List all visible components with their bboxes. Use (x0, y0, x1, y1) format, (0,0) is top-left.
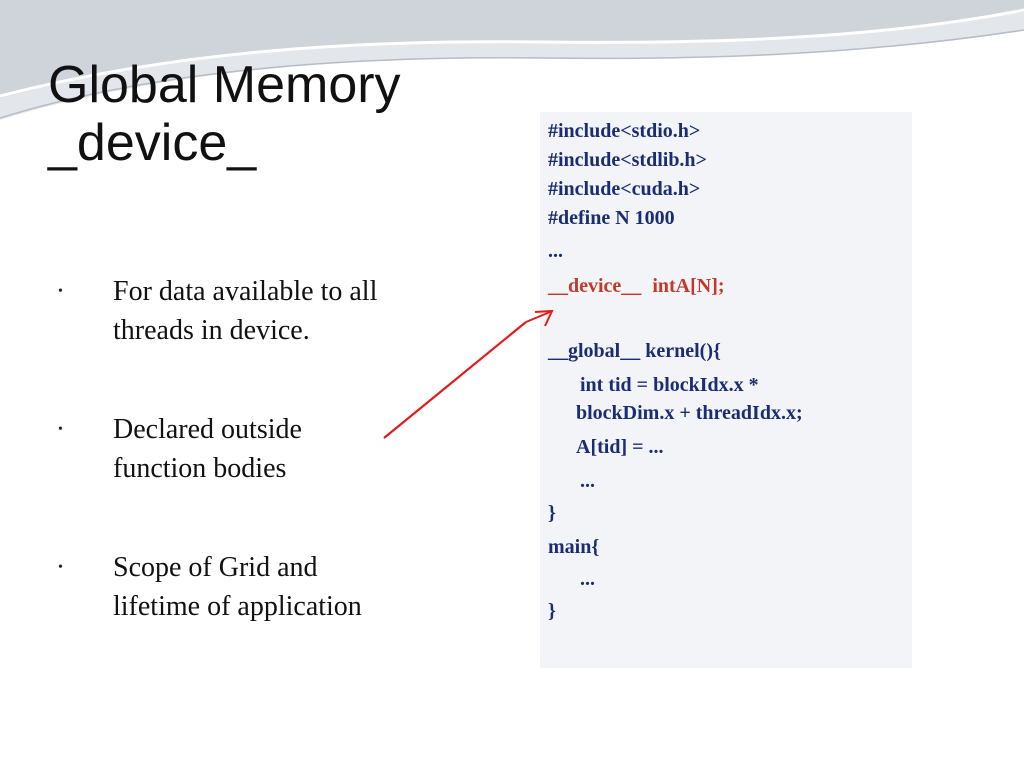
slide-title-line-1: Global Memory (48, 56, 401, 114)
code-line-include-cuda: #include<cuda.h> (548, 178, 701, 200)
code-line-ellipsis: ... (580, 568, 595, 590)
code-line-include-stdio: #include<stdio.h> (548, 120, 701, 142)
code-line-ellipsis: ... (580, 470, 595, 492)
code-listing: #include<stdio.h> #include<stdlib.h> #in… (540, 112, 912, 668)
bullet-text-line: Declared outside (113, 414, 302, 445)
bullet-text-line: lifetime of application (113, 591, 362, 622)
bullet-dot-icon: • (58, 422, 63, 437)
code-line-tid-part-2: blockDim.x + threadIdx.x; (576, 402, 803, 424)
code-line-include-stdlib: #include<stdlib.h> (548, 149, 707, 171)
bullet-text: Declared outside function bodies (113, 410, 463, 488)
bullet-text: For data available to all threads in dev… (113, 272, 463, 350)
slide-title: Global Memory _device_ (48, 56, 508, 172)
bullet-dot-icon: • (58, 560, 63, 575)
bullet-text-line: threads in device. (113, 315, 310, 346)
code-line-ellipsis: ... (548, 240, 563, 262)
bullet-text-line: function bodies (113, 453, 287, 484)
device-type: int (652, 275, 676, 297)
code-image-panel: #include<stdio.h> #include<stdlib.h> #in… (540, 112, 912, 668)
slide-title-line-2: _device_ (48, 114, 257, 172)
bullet-dot-icon: • (58, 284, 63, 299)
device-array: A[N]; (675, 275, 725, 297)
code-line-global-kernel: __global__ kernel(){ (548, 340, 721, 362)
code-line-assign: A[tid] = ... (576, 436, 664, 458)
code-line-close-kernel: } (548, 502, 556, 524)
code-line-define-n: #define N 1000 (548, 207, 675, 229)
bullet-text-line: Scope of Grid and (113, 552, 318, 583)
code-line-main: main{ (548, 536, 600, 558)
code-line-close-main: } (548, 600, 556, 622)
bullet-text: Scope of Grid and lifetime of applicatio… (113, 548, 463, 626)
code-line-tid-part-1: int tid = blockIdx.x * (580, 374, 759, 396)
header-swoosh-decoration (0, 0, 1024, 120)
device-keyword: __device__ (548, 275, 642, 297)
bullet-text-line: For data available to all (113, 276, 378, 307)
code-line-device-declaration: __device__ intA[N]; (548, 275, 725, 298)
